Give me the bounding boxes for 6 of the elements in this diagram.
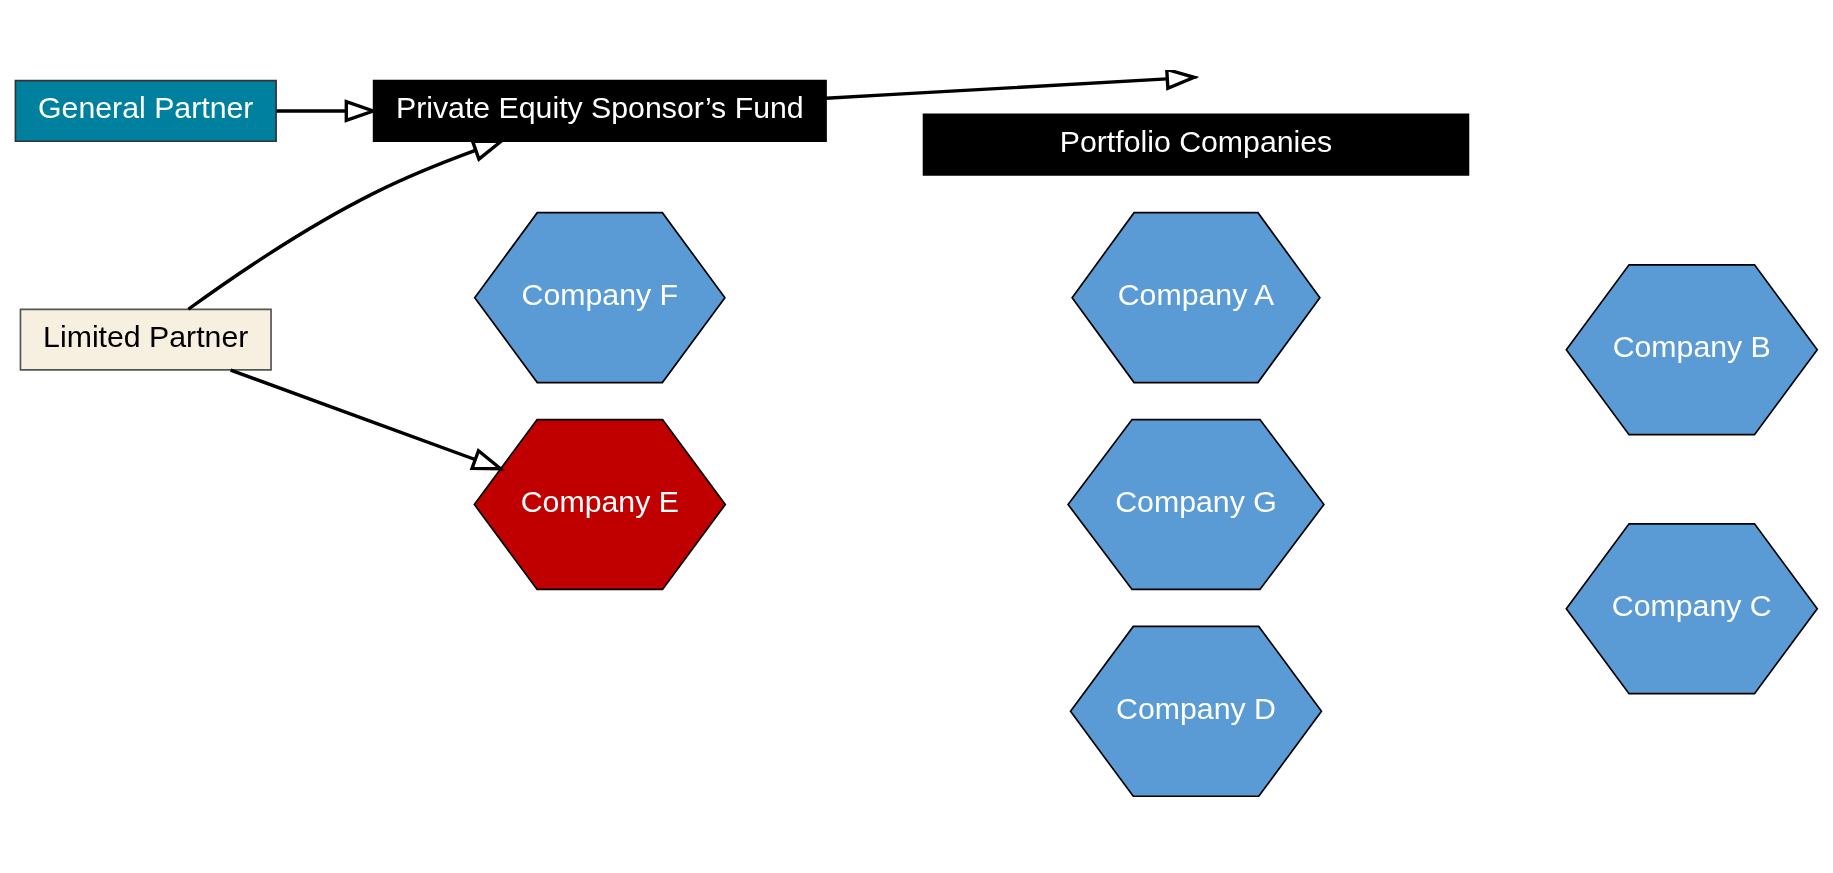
node-box: General Partner bbox=[14, 79, 277, 143]
node-box: Limited Partner bbox=[19, 308, 272, 371]
arrow bbox=[230, 368, 506, 471]
node-box: Portfolio Companies bbox=[922, 113, 1470, 176]
arrow bbox=[187, 139, 506, 311]
node-box: Private Equity Sponsor’s Fund bbox=[372, 79, 827, 143]
